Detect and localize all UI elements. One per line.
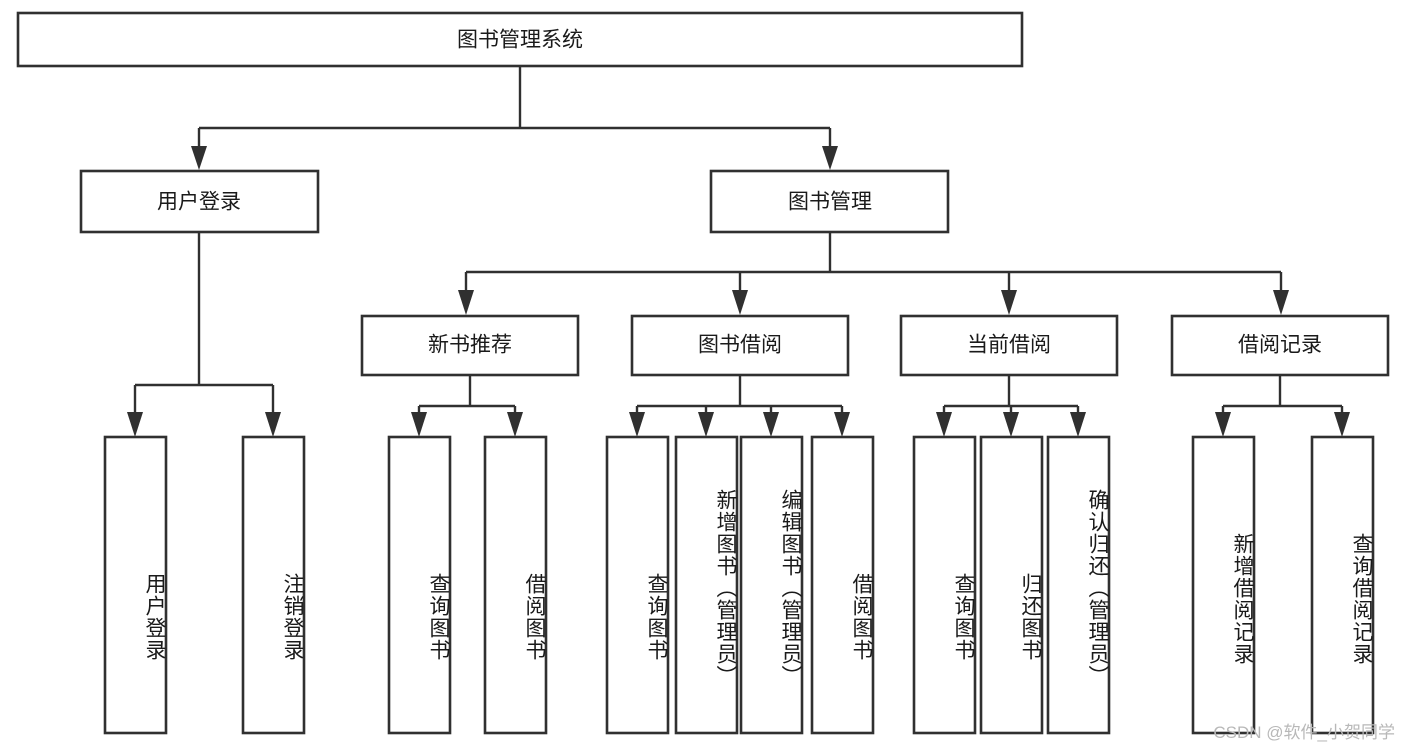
- leaf-box-user-login-1[interactable]: [241, 435, 306, 735]
- leaf-box-borrow-record-0[interactable]: [1191, 435, 1256, 735]
- arrow-head-icon: [629, 412, 645, 437]
- csdn-watermark: CSDN @软件_小贺同学: [1213, 723, 1395, 742]
- connector-bookmgmt-to-level3: [458, 232, 1289, 315]
- arrow-head-icon: [127, 412, 143, 437]
- arrow-head-icon: [1003, 412, 1019, 437]
- arrow-head-icon: [507, 412, 523, 437]
- node-book-borrow[interactable]: 图书借阅: [630, 314, 850, 377]
- node-new-book-recommend[interactable]: 新书推荐: [360, 314, 580, 377]
- level2-box-0[interactable]: [79, 169, 320, 234]
- arrow-head-icon: [763, 412, 779, 437]
- connector-newbook-to-leaves: [411, 375, 523, 437]
- arrow-head-icon: [732, 290, 748, 315]
- arrow-head-icon: [1273, 290, 1289, 315]
- leaf-box-new-book-0[interactable]: [387, 435, 452, 735]
- root-box[interactable]: [16, 11, 1024, 68]
- arrow-head-icon: [458, 290, 474, 315]
- leaf-box-borrow-record-1[interactable]: [1310, 435, 1375, 735]
- arrow-head-icon: [411, 412, 427, 437]
- arrow-head-icon: [1215, 412, 1231, 437]
- level3-label-0: 新书推荐: [428, 334, 512, 357]
- node-user-login[interactable]: 用户登录: [79, 169, 320, 234]
- root-label: 图书管理系统: [457, 29, 583, 52]
- arrow-head-icon: [822, 146, 838, 170]
- arrow-head-icon: [1001, 290, 1017, 315]
- connector-currentborrow-to-leaves: [936, 375, 1086, 437]
- leaf-box-book-borrow-3[interactable]: [810, 435, 875, 735]
- leaf-box-current-borrow-0[interactable]: [912, 435, 977, 735]
- connector-root-to-level2: [191, 66, 838, 170]
- node-borrow-record[interactable]: 借阅记录: [1170, 314, 1390, 377]
- arrow-head-icon: [191, 146, 207, 170]
- leaf-box-book-borrow-0[interactable]: [605, 435, 670, 735]
- node-root[interactable]: 图书管理系统: [16, 11, 1024, 68]
- arrow-head-icon: [265, 412, 281, 437]
- leaf-box-current-borrow-1[interactable]: [979, 435, 1044, 735]
- level3-label-2: 当前借阅: [967, 334, 1051, 357]
- arrow-head-icon: [936, 412, 952, 437]
- arrow-head-icon: [698, 412, 714, 437]
- level2-label-0: 用户登录: [157, 191, 241, 214]
- leaf-box-book-borrow-2[interactable]: [739, 435, 804, 735]
- node-current-borrow[interactable]: 当前借阅: [899, 314, 1119, 377]
- connector-borrowrecord-to-leaves: [1215, 375, 1350, 437]
- arrow-head-icon: [1334, 412, 1350, 437]
- leaf-box-book-borrow-1[interactable]: [674, 435, 739, 735]
- leaf-box-current-borrow-2[interactable]: [1046, 435, 1111, 735]
- leaf-box-user-login-0[interactable]: [103, 435, 168, 735]
- connector-bookborrow-to-leaves: [629, 375, 850, 437]
- level3-label-3: 借阅记录: [1238, 334, 1322, 357]
- leaf-box-new-book-1[interactable]: [483, 435, 548, 735]
- level3-box-2[interactable]: [899, 314, 1119, 377]
- node-book-management[interactable]: 图书管理: [709, 169, 950, 234]
- arrow-head-icon: [1070, 412, 1086, 437]
- level2-label-1: 图书管理: [788, 191, 872, 214]
- connector-userlogin-to-leaves: [127, 232, 281, 437]
- level3-box-0[interactable]: [360, 314, 580, 377]
- level3-label-1: 图书借阅: [698, 334, 782, 357]
- arrow-head-icon: [834, 412, 850, 437]
